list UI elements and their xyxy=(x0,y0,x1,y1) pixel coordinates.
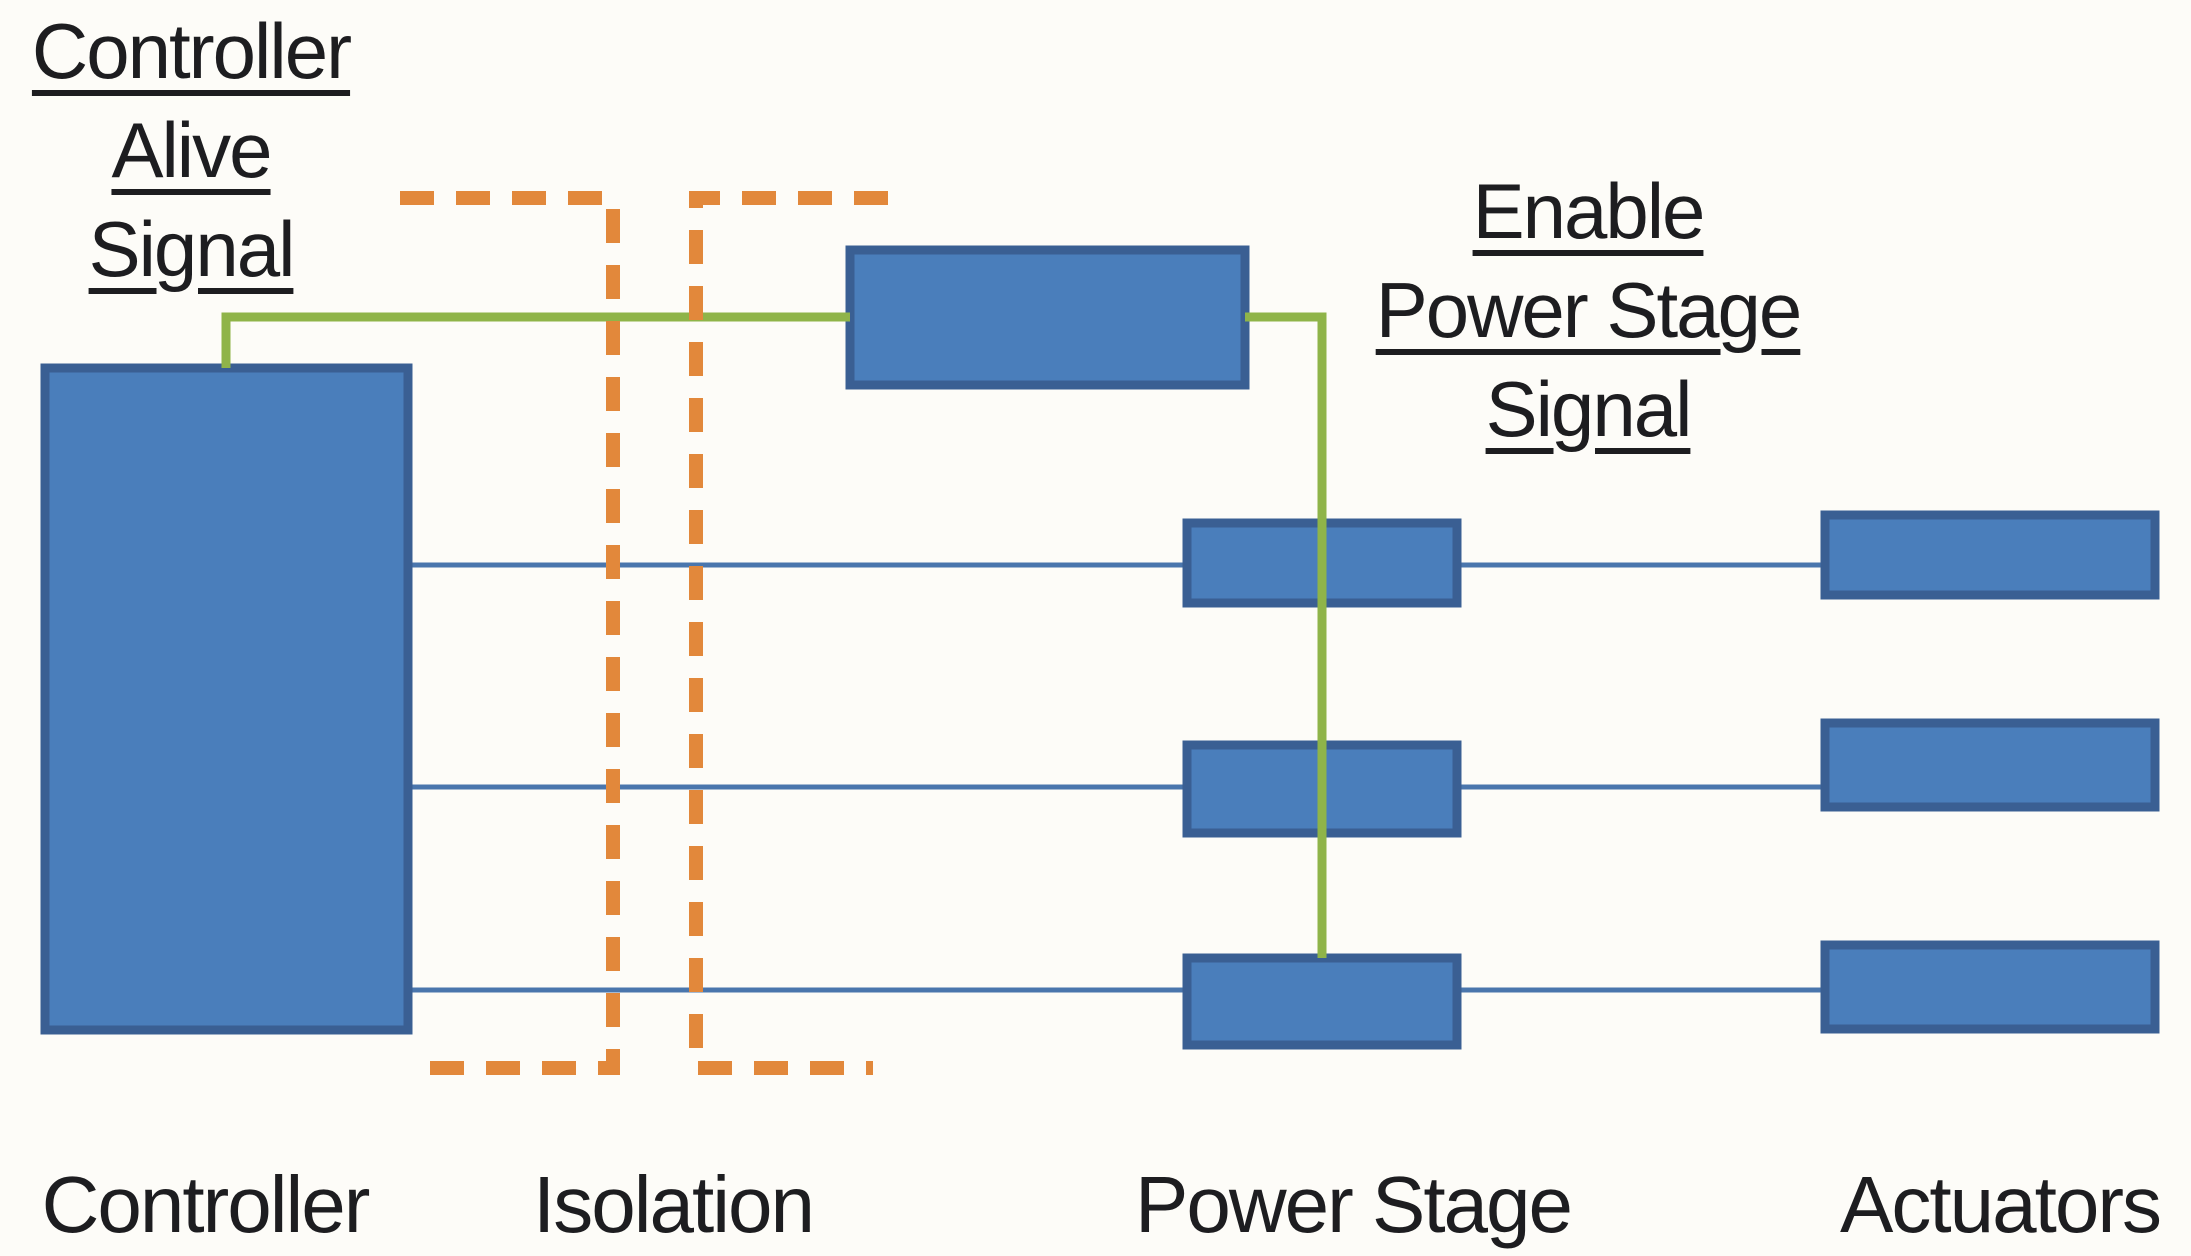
column-label-isolation: Isolation xyxy=(533,1160,815,1249)
power-stage-box-3 xyxy=(1182,953,1462,1050)
column-label-controller: Controller xyxy=(41,1160,371,1249)
actuator-box-2 xyxy=(1820,718,2160,812)
isolation-barrier-left-bracket xyxy=(400,191,620,1075)
enable-power-stage-signal-label: Enable Power Stage Signal xyxy=(1372,162,1804,459)
enable-power-stage-signal-line-2: Power Stage xyxy=(1375,266,1803,354)
enable-power-stage-signal-line-1: Enable xyxy=(1472,167,1706,255)
controller-alive-signal-line-2: Alive xyxy=(111,106,272,194)
controller-alive-signal-line-3: Signal xyxy=(88,205,296,293)
controller-alive-signal-trace xyxy=(221,312,850,368)
actuator-box-3 xyxy=(1820,940,2160,1034)
controller-alive-signal-line-1: Controller xyxy=(31,7,352,95)
controller-box xyxy=(40,363,413,1035)
controller-alive-signal-label: Controller Alive Signal xyxy=(5,2,377,299)
isolation-barrier-right-bracket xyxy=(689,191,888,1075)
enable-power-stage-signal-trace xyxy=(1245,312,1327,958)
enable-power-stage-signal-line-3: Signal xyxy=(1485,365,1693,453)
column-label-actuators: Actuators xyxy=(1840,1160,2162,1249)
alive-signal-watchdog-box xyxy=(845,245,1250,390)
column-label-power-stage: Power Stage xyxy=(1134,1160,1573,1249)
actuator-box-1 xyxy=(1820,510,2160,600)
